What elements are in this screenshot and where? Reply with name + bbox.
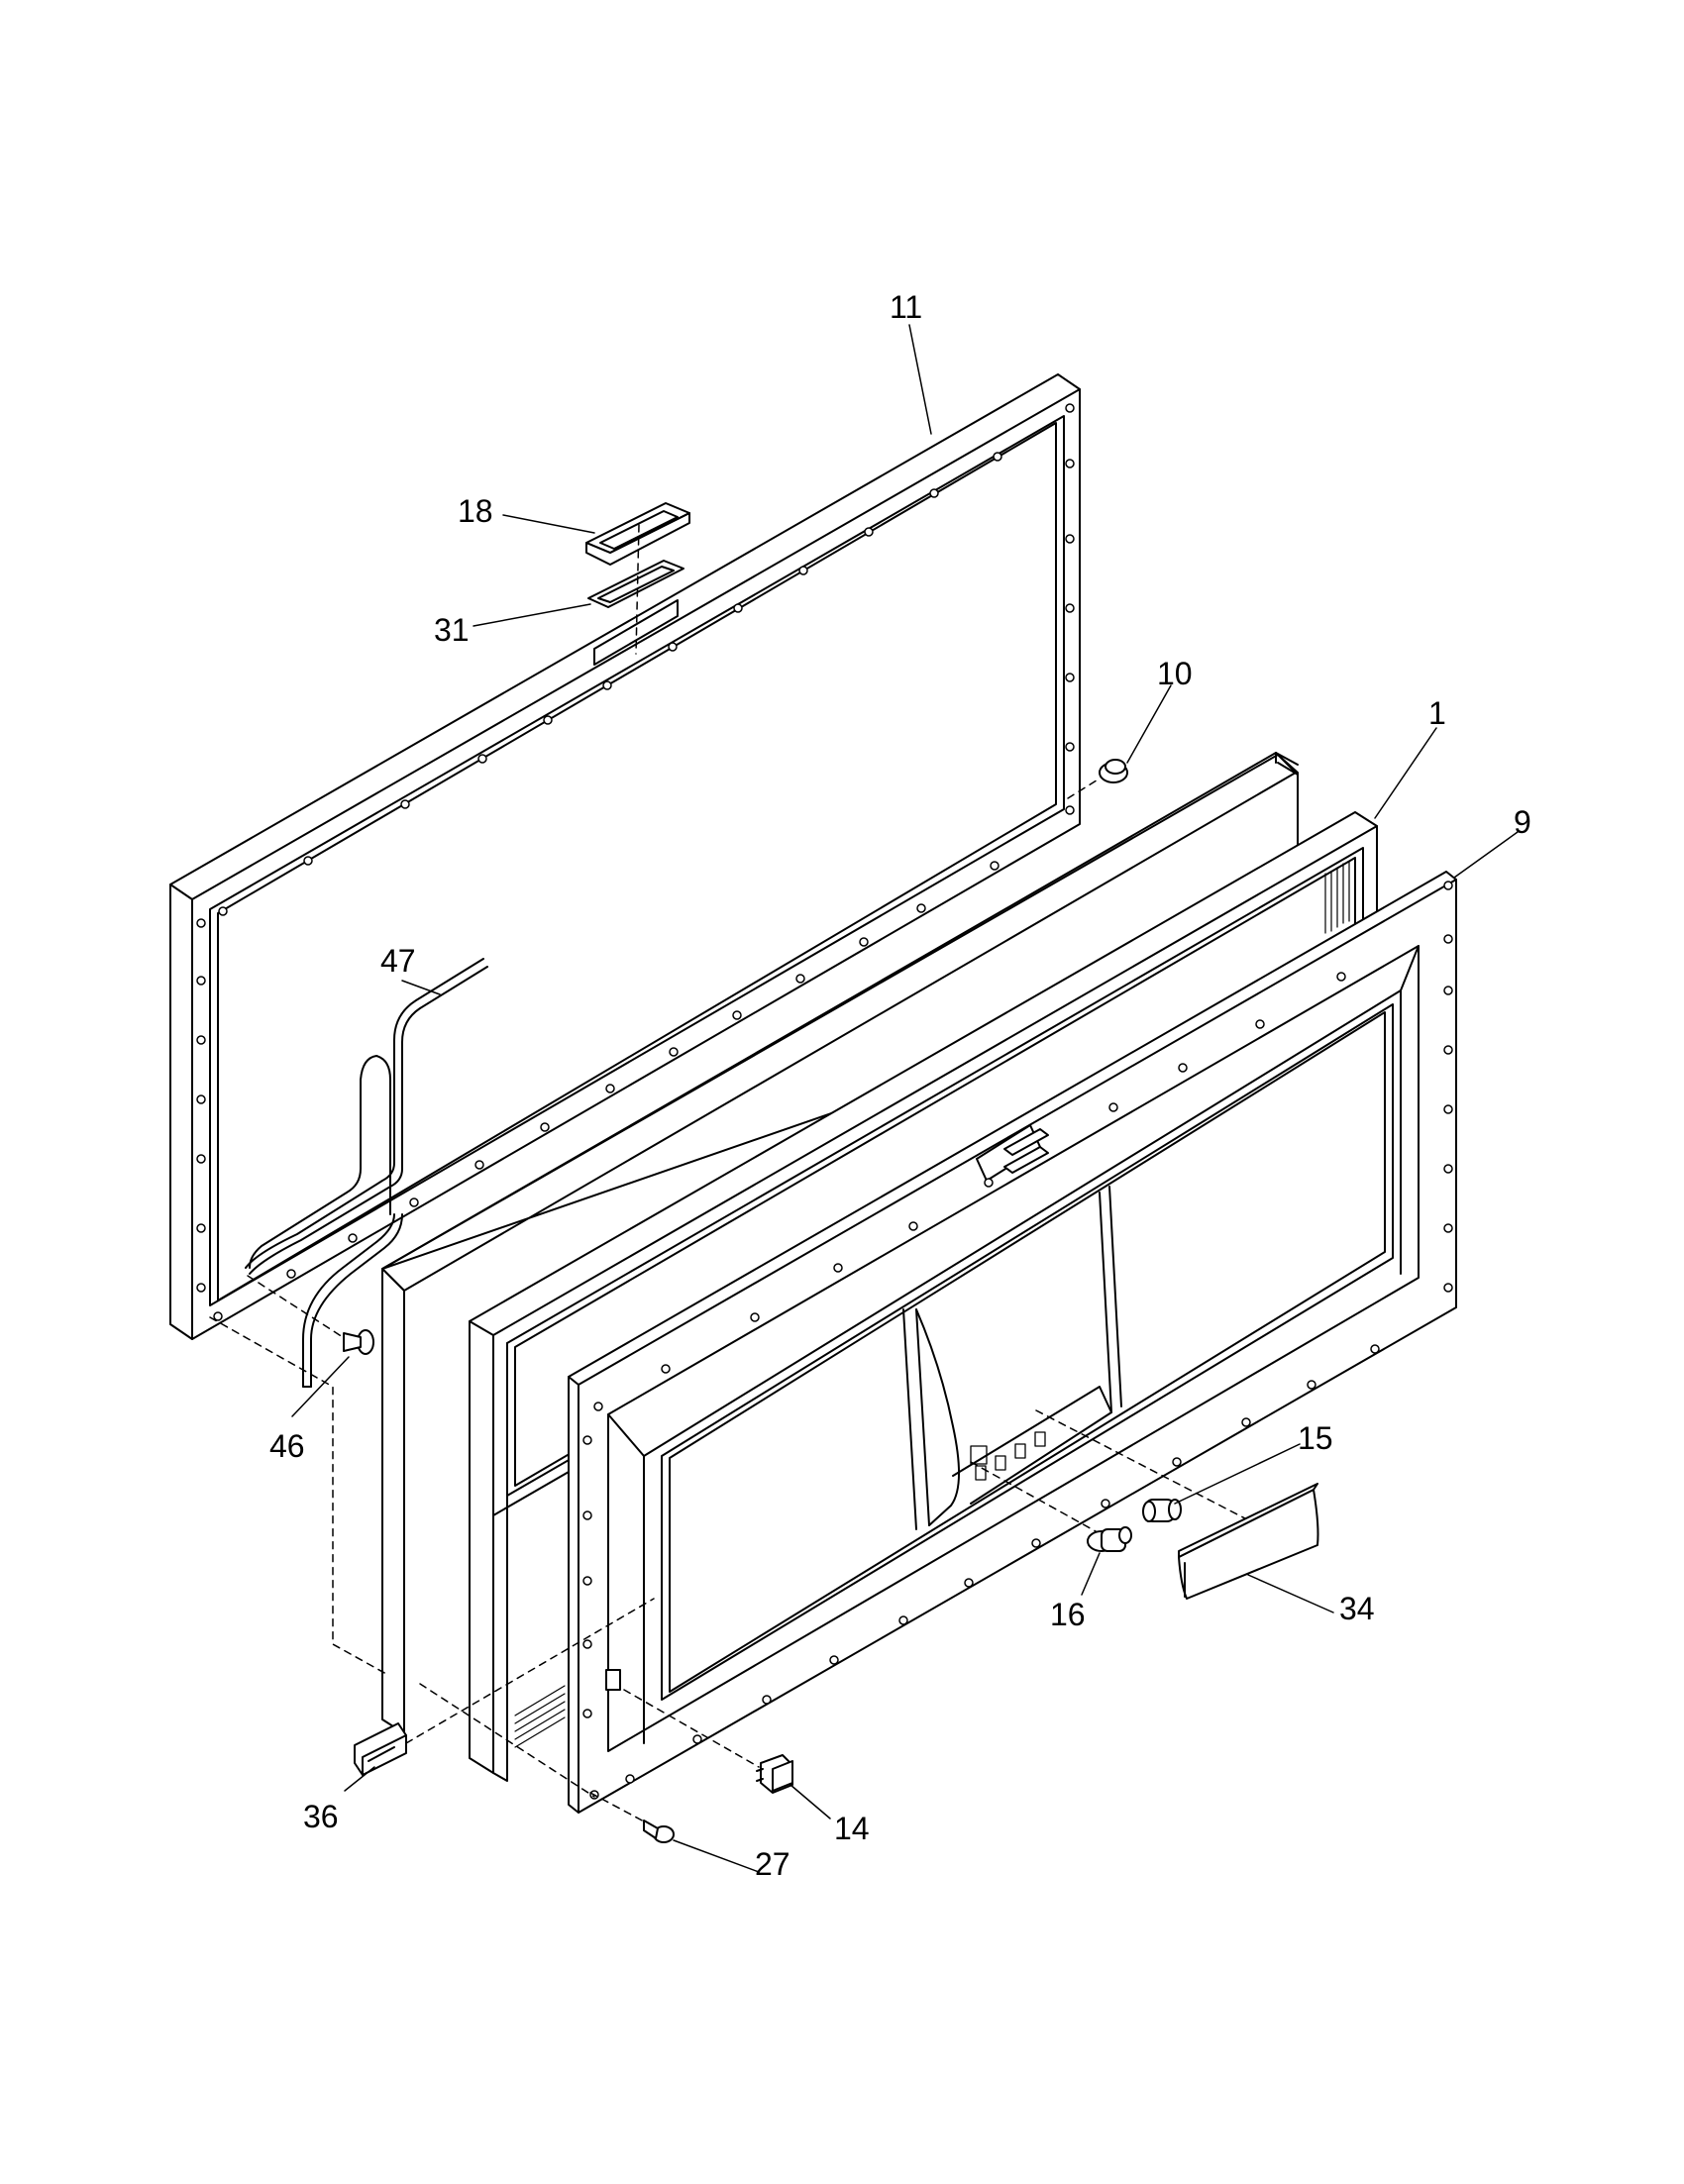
part-9-outer-door <box>568 871 1457 1814</box>
assembly-dashed-lines <box>209 1316 655 1798</box>
callout-14: 14 <box>834 1811 870 1846</box>
callout-36: 36 <box>303 1799 339 1834</box>
part-18-vent-cover <box>585 502 690 566</box>
part-46-push-pin <box>247 1275 374 1355</box>
part-34-handle <box>1178 1483 1319 1600</box>
callout-11: 11 <box>890 289 923 325</box>
part-10-bumper <box>1067 759 1128 799</box>
callout-46: 46 <box>269 1428 305 1464</box>
part-36-clip <box>354 1722 407 1776</box>
hinge-leader-line-2 <box>1035 1409 1271 1532</box>
part-47-wire <box>245 958 488 1388</box>
callout-16: 16 <box>1050 1597 1086 1632</box>
callout-1: 1 <box>1428 695 1446 731</box>
callout-27: 27 <box>755 1846 790 1882</box>
callout-15: 15 <box>1298 1420 1333 1456</box>
part-31-vent-gasket <box>587 560 684 608</box>
hinge-leader-line <box>970 1461 1097 1532</box>
part-27-screw <box>589 1792 675 1843</box>
part-16-hinge-pin <box>1087 1526 1132 1552</box>
callout-34: 34 <box>1339 1591 1375 1626</box>
part-14-switch <box>623 1689 793 1794</box>
callout-9: 9 <box>1514 804 1531 840</box>
callout-31: 31 <box>434 612 470 648</box>
part-11-back-frame <box>169 373 1081 1340</box>
callout-47: 47 <box>380 943 416 979</box>
callout-10: 10 <box>1157 656 1193 691</box>
callout-18: 18 <box>458 493 493 529</box>
callout-leader-lines <box>291 324 1519 1873</box>
part-15-hinge-pin <box>1142 1499 1182 1522</box>
vent-leader-line <box>635 524 640 655</box>
